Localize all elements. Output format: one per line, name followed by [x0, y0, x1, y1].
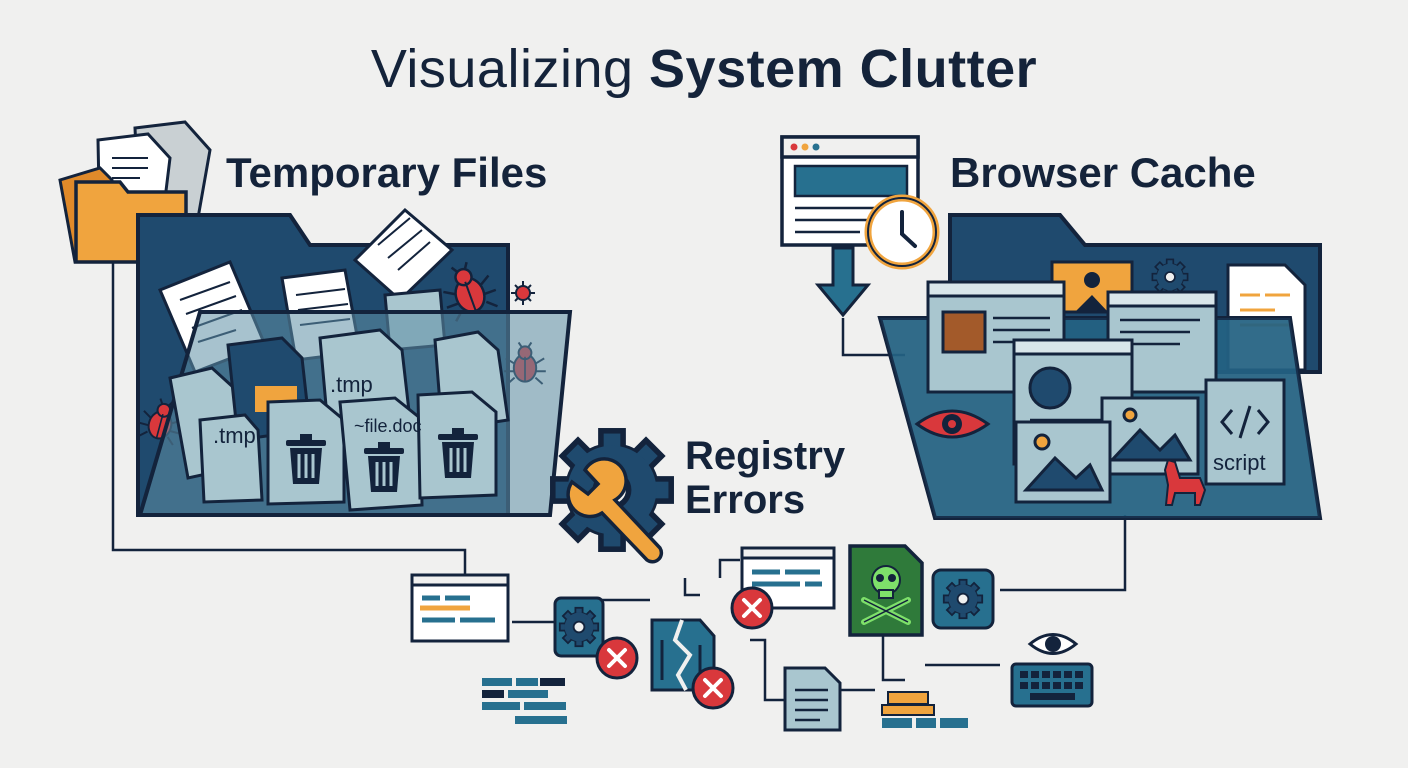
- page-title: Visualizing System Clutter: [0, 38, 1408, 100]
- virus-icon: [511, 281, 535, 305]
- temporary-files-label: Temporary Files: [226, 149, 548, 196]
- document-icon: [783, 666, 842, 732]
- error-x-icon: [595, 636, 639, 680]
- arrow-down-icon: [814, 246, 872, 318]
- browser-cache-group: script: [780, 135, 1323, 520]
- code-icon: [1220, 405, 1270, 439]
- registry-group: [410, 431, 1094, 732]
- gear-icon: [1151, 258, 1189, 296]
- eye-icon: [1027, 633, 1079, 655]
- registry-errors-label: Registry Errors: [685, 434, 845, 522]
- trojan-horse-icon: [1163, 458, 1207, 506]
- browser-window-icon: [780, 135, 920, 247]
- registry-label-line1: Registry: [685, 434, 846, 478]
- file-label-tmp-2: .tmp: [330, 372, 373, 397]
- cached-pages: [926, 280, 1286, 504]
- clock-icon: [864, 194, 940, 270]
- gear-icon: [558, 606, 600, 648]
- title-bold: System Clutter: [649, 39, 1038, 99]
- file-label-tmp-1: .tmp: [213, 423, 256, 448]
- connector-lines: [111, 262, 1127, 702]
- keyboard-icon: [1010, 662, 1094, 708]
- wrench-icon: [566, 457, 664, 564]
- file-label-doc: ~file.doc: [354, 416, 422, 436]
- broken-blocks: [482, 678, 567, 724]
- temporary-files-group: .tmp .tmp ~file.doc: [58, 120, 573, 517]
- title-light: Visualizing: [370, 39, 650, 99]
- registry-label-line2: Errors: [685, 478, 806, 522]
- gear-icon: [942, 578, 984, 620]
- skull-icon: [848, 544, 924, 637]
- error-x-icon: [691, 666, 735, 710]
- eye-icon: [914, 409, 991, 439]
- browser-cache-label: Browser Cache: [950, 149, 1256, 196]
- script-label: script: [1213, 450, 1266, 475]
- browser-window-icon: [410, 573, 510, 643]
- stacked-blocks: [881, 691, 968, 728]
- error-x-icon: [730, 586, 774, 630]
